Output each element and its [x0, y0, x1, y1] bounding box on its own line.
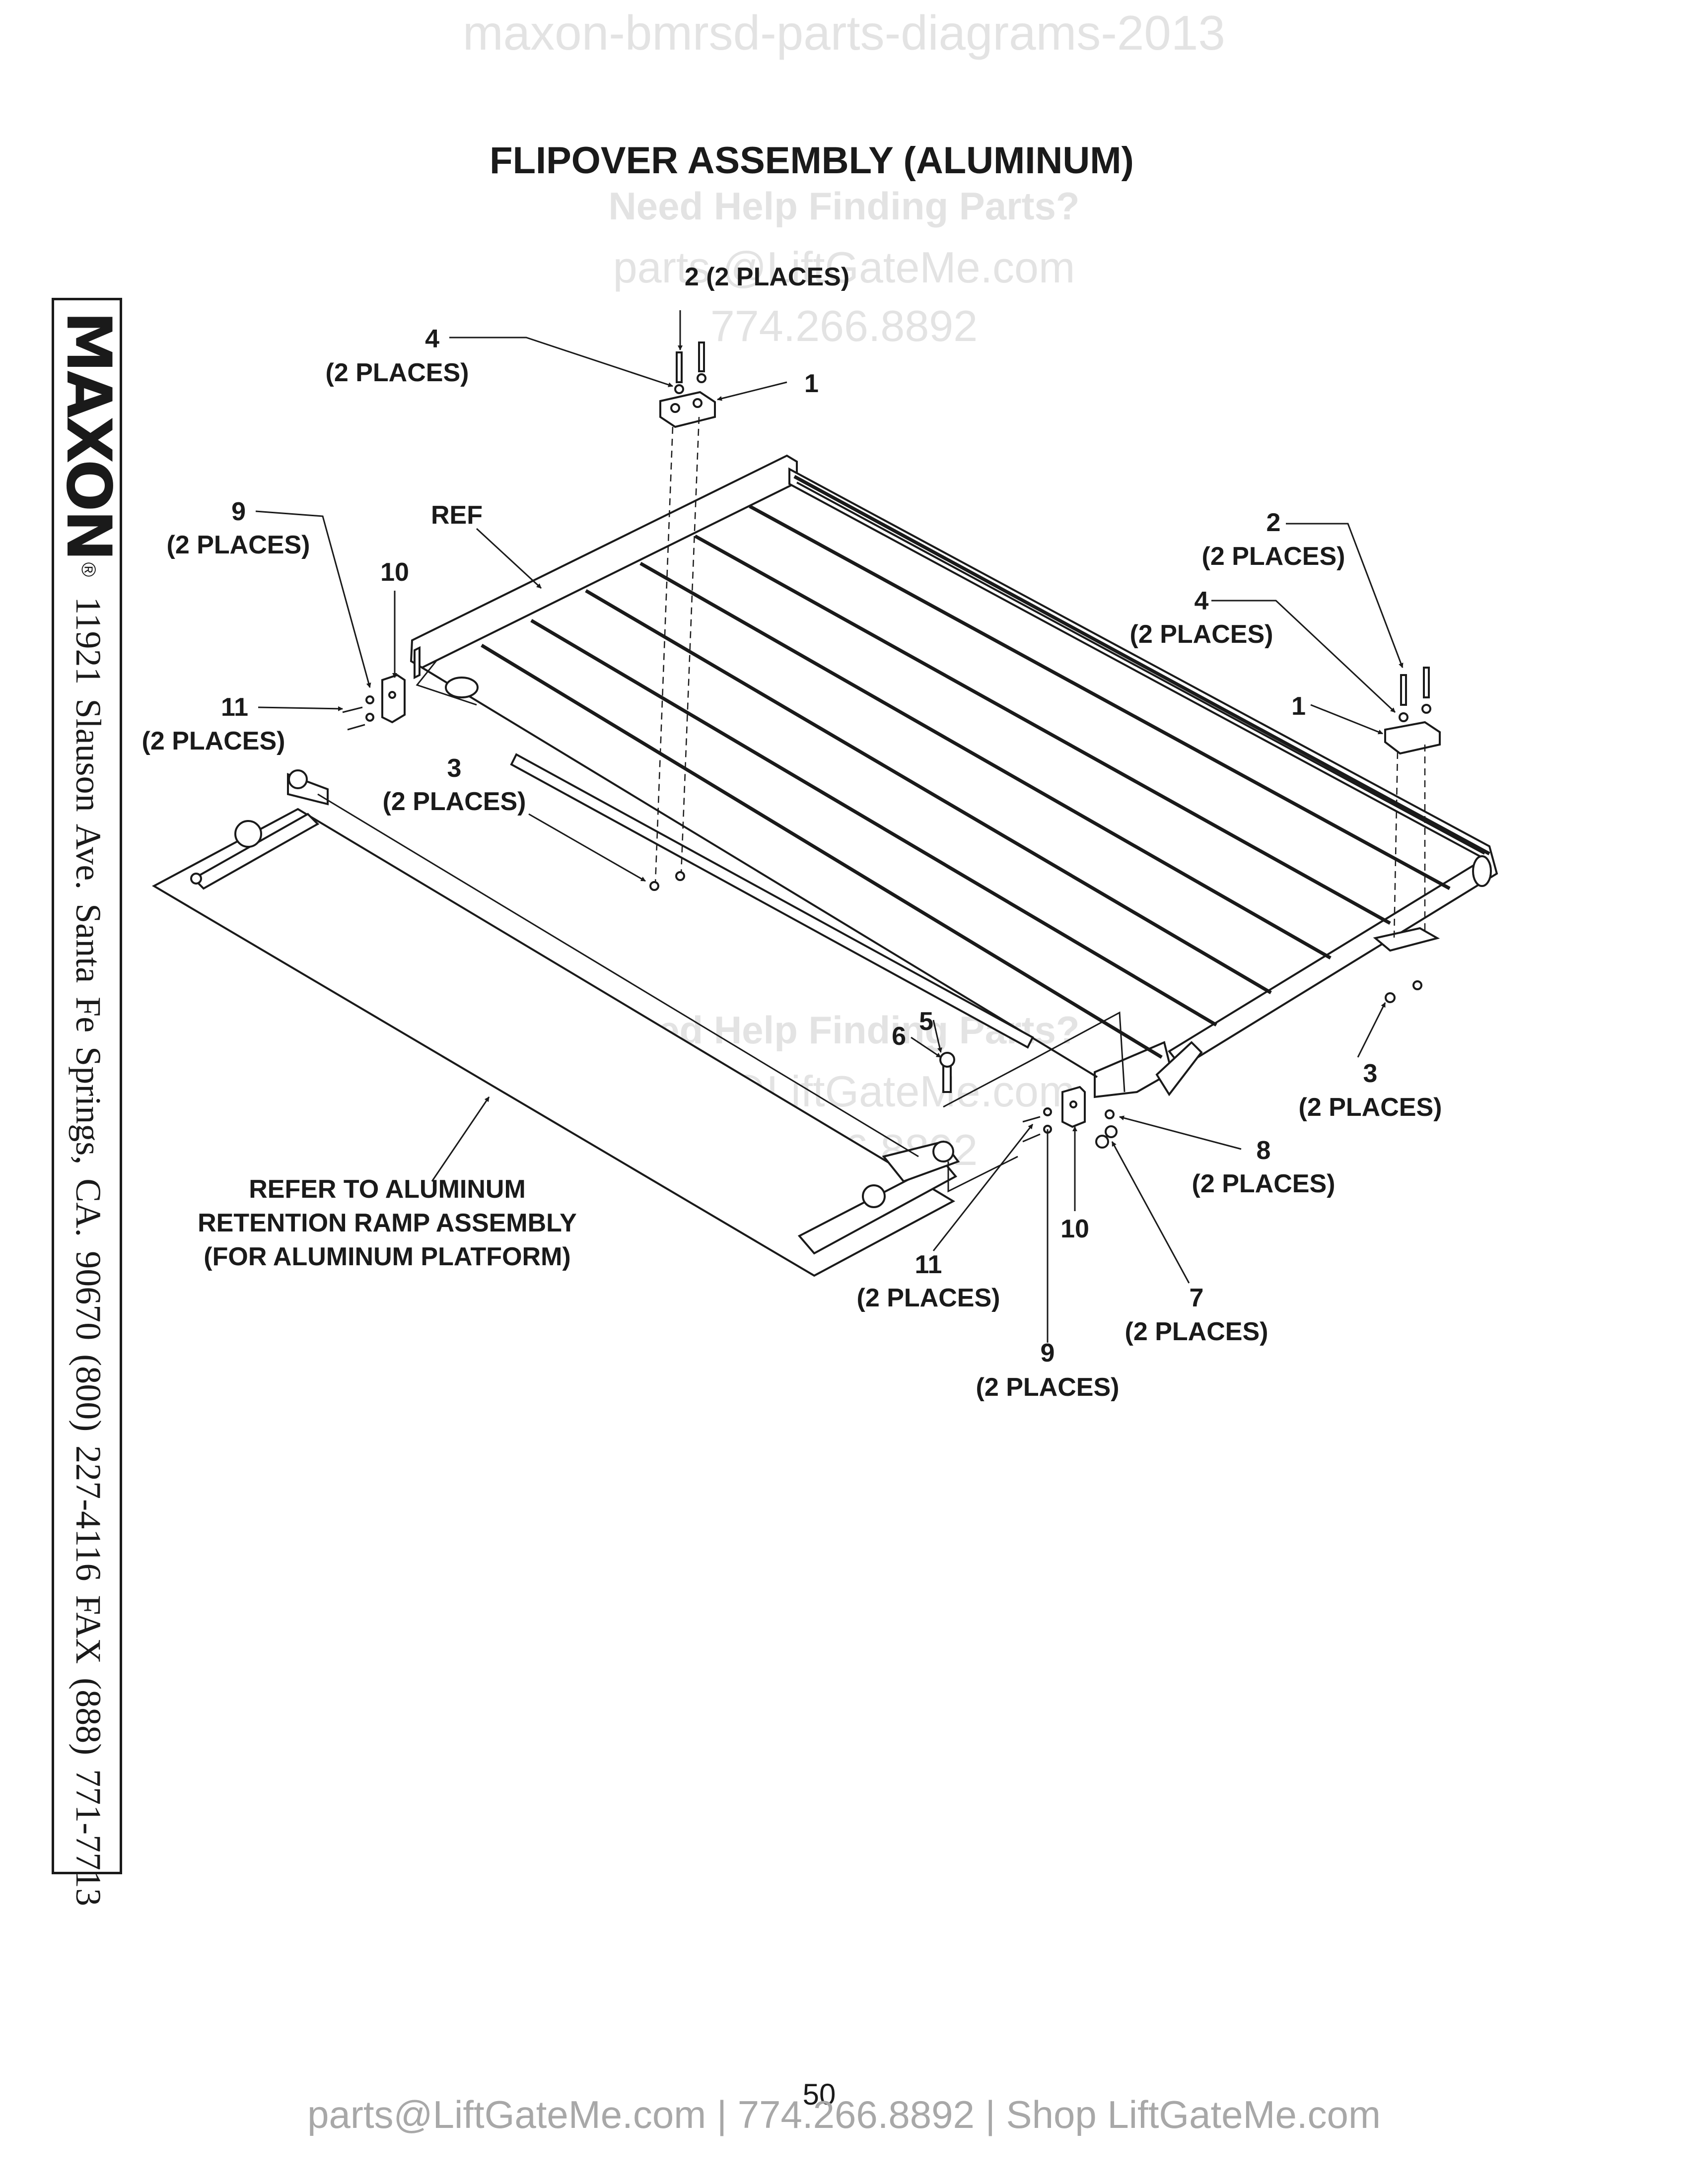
company-sidebar: MAXON ® 11921 Slauson Ave. Santa Fe Spri… — [52, 298, 124, 1906]
callout-1-top: 1 — [804, 369, 819, 398]
callout-3-right: 3 — [1363, 1059, 1378, 1088]
callout-11-bottom: 11 — [915, 1250, 942, 1279]
ramp-note-line2: RETENTION RAMP ASSEMBLY — [198, 1209, 577, 1237]
callout-5: 5 — [919, 1007, 933, 1036]
callout-2-right-places: (2 PLACES) — [1202, 542, 1345, 571]
ramp-note-line1: REFER TO ALUMINUM — [249, 1175, 526, 1204]
callout-1-right: 1 — [1291, 692, 1306, 721]
left-latch-hardware — [342, 646, 421, 731]
callout-11-left-places: (2 PLACES) — [142, 727, 285, 755]
callout-9-bottom-places: (2 PLACES) — [976, 1373, 1120, 1402]
callout-10-bottom: 10 — [1060, 1215, 1089, 1243]
footer-contact: parts@LiftGateMe.com | 774.266.8892 | Sh… — [307, 2093, 1381, 2136]
platform-frame — [410, 454, 1498, 1098]
callout-labels: 2 (2 PLACES) 4 (2 PLACES) 1 9 (2 PLACES)… — [142, 263, 1442, 1402]
watermark-phone: 774.266.8892 — [710, 301, 978, 350]
callout-3-right-places: (2 PLACES) — [1299, 1093, 1442, 1122]
callout-7-places: (2 PLACES) — [1125, 1317, 1268, 1346]
callout-leaders — [255, 310, 1404, 1343]
callout-8-places: (2 PLACES) — [1192, 1169, 1336, 1198]
callout-2-right: 2 — [1266, 508, 1281, 537]
callout-2-top: 2 (2 PLACES) — [685, 263, 849, 291]
callout-8: 8 — [1257, 1136, 1271, 1165]
watermark-help: Need Help Finding Parts? — [608, 184, 1080, 228]
ramp-note-line3: (FOR ALUMINUM PLATFORM) — [204, 1242, 570, 1271]
page-title: FLIPOVER ASSEMBLY (ALUMINUM) — [490, 139, 1134, 182]
callout-4-right-places: (2 PLACES) — [1130, 620, 1273, 649]
callout-11-bottom-places: (2 PLACES) — [857, 1284, 1000, 1312]
watermark-email: parts @LiftGateMe.com — [613, 243, 1075, 292]
callout-9-bottom: 9 — [1041, 1339, 1055, 1367]
lower-latch-hardware — [939, 1011, 1125, 1193]
callout-3-left: 3 — [447, 754, 462, 783]
callout-10-left: 10 — [380, 558, 409, 587]
callout-11-left: 11 — [221, 693, 248, 722]
top-hinge-hardware — [649, 341, 716, 891]
callout-9-left: 9 — [231, 497, 246, 526]
callout-4-right: 4 — [1195, 587, 1209, 615]
callout-ref: REF — [431, 501, 483, 530]
callout-7: 7 — [1190, 1284, 1204, 1312]
callout-4-top-places: (2 PLACES) — [326, 358, 469, 387]
callout-3-left-places: (2 PLACES) — [383, 787, 526, 816]
watermark-title: maxon-bmrsd-parts-diagrams-2013 — [463, 5, 1225, 60]
callout-6: 6 — [892, 1022, 906, 1051]
retention-ramp — [151, 769, 960, 1277]
callout-9-left-places: (2 PLACES) — [167, 531, 310, 559]
page-number: 50 — [802, 2078, 836, 2111]
right-hinge-hardware — [1373, 667, 1441, 1003]
callout-4-top: 4 — [425, 325, 439, 353]
